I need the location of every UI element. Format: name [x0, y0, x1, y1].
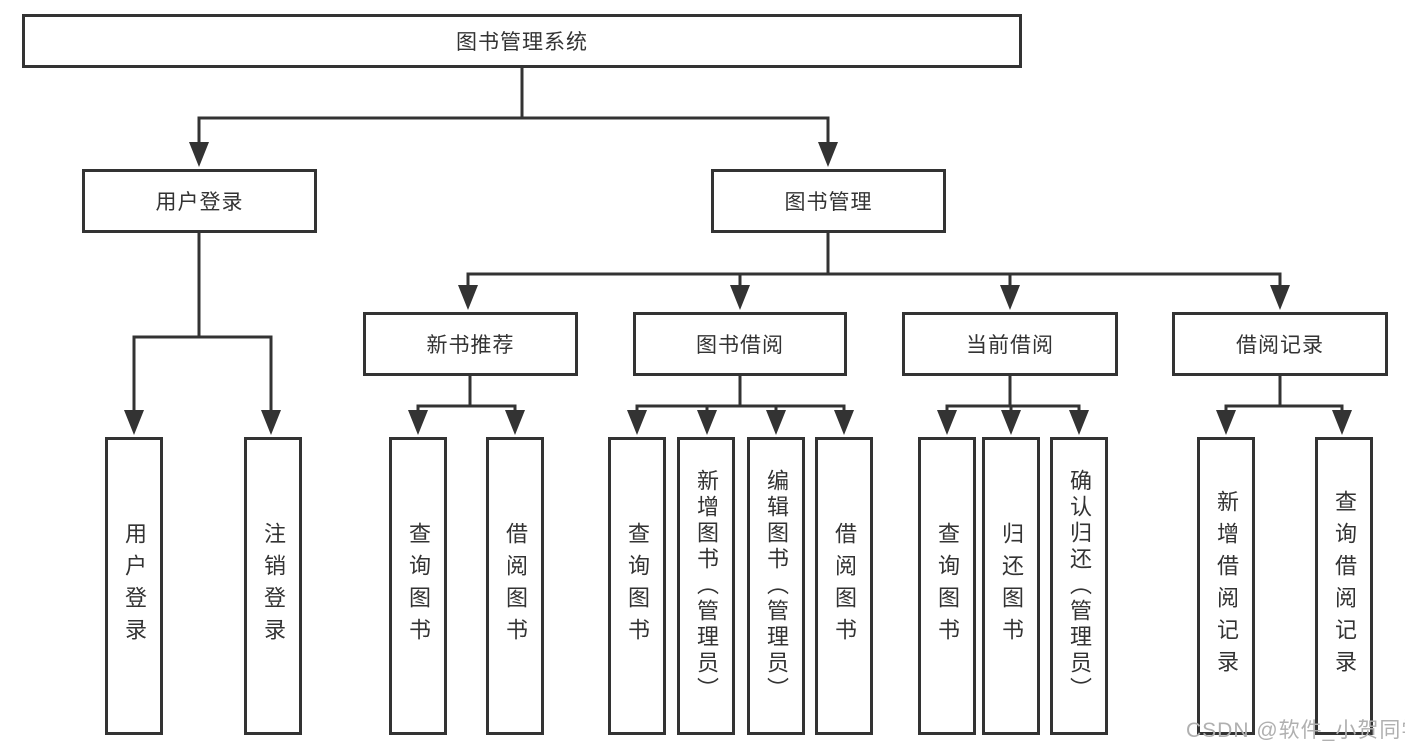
leaf-query-books-borrowing-label: 查询图书	[625, 522, 650, 650]
node-borrowing-records: 借阅记录	[1172, 312, 1388, 376]
node-current-borrowing: 当前借阅	[902, 312, 1118, 376]
leaf-query-books-recommend: 查询图书	[389, 437, 447, 735]
node-new-book-recommend: 新书推荐	[363, 312, 578, 376]
leaf-return-books: 归还图书	[982, 437, 1040, 735]
leaf-query-books-recommend-label: 查询图书	[406, 522, 431, 650]
leaf-return-books-label: 归还图书	[999, 522, 1024, 650]
leaf-user-login: 用户登录	[105, 437, 163, 735]
leaf-borrow-books-borrowing: 借阅图书	[815, 437, 873, 735]
node-user-login: 用户登录	[82, 169, 317, 233]
node-book-borrowing-label: 图书借阅	[696, 334, 784, 357]
node-book-borrowing: 图书借阅	[633, 312, 847, 376]
leaf-borrow-books-borrowing-label: 借阅图书	[832, 522, 857, 650]
leaf-logout: 注销登录	[244, 437, 302, 735]
leaf-borrow-books-recommend: 借阅图书	[486, 437, 544, 735]
connector-lines	[132, 66, 1344, 414]
leaf-query-books-current-label: 查询图书	[935, 522, 960, 650]
node-user-login-label: 用户登录	[155, 191, 244, 214]
leaf-add-books-admin-label: 新增图书（管理员）	[694, 469, 719, 703]
node-library-system-label: 图书管理系统	[456, 31, 588, 54]
leaf-confirm-return-admin: 确认归还（管理员）	[1050, 437, 1108, 735]
node-library-system: 图书管理系统	[22, 14, 1022, 68]
node-current-borrowing-label: 当前借阅	[966, 334, 1054, 357]
node-borrowing-records-label: 借阅记录	[1236, 334, 1324, 357]
leaf-edit-books-admin: 编辑图书（管理员）	[747, 437, 805, 735]
node-book-management: 图书管理	[711, 169, 946, 233]
leaf-add-borrow-record: 新增借阅记录	[1197, 437, 1255, 735]
leaf-add-borrow-record-label: 新增借阅记录	[1214, 490, 1239, 682]
leaf-confirm-return-admin-label: 确认归还（管理员）	[1067, 469, 1092, 703]
leaf-query-borrow-record: 查询借阅记录	[1315, 437, 1373, 735]
node-new-book-recommend-label: 新书推荐	[426, 334, 515, 357]
node-book-management-label: 图书管理	[784, 191, 873, 214]
leaf-borrow-books-recommend-label: 借阅图书	[503, 522, 528, 650]
leaf-query-books-borrowing: 查询图书	[608, 437, 666, 735]
leaf-user-login-label: 用户登录	[122, 522, 147, 650]
leaf-add-books-admin: 新增图书（管理员）	[677, 437, 735, 735]
arrowheads	[124, 142, 1352, 435]
csdn-watermark: CSDN @软件_小贺同学	[1186, 719, 1405, 742]
leaf-edit-books-admin-label: 编辑图书（管理员）	[764, 469, 789, 703]
leaf-logout-label: 注销登录	[261, 522, 286, 650]
leaf-query-borrow-record-label: 查询借阅记录	[1332, 490, 1357, 682]
leaf-query-books-current: 查询图书	[918, 437, 976, 735]
